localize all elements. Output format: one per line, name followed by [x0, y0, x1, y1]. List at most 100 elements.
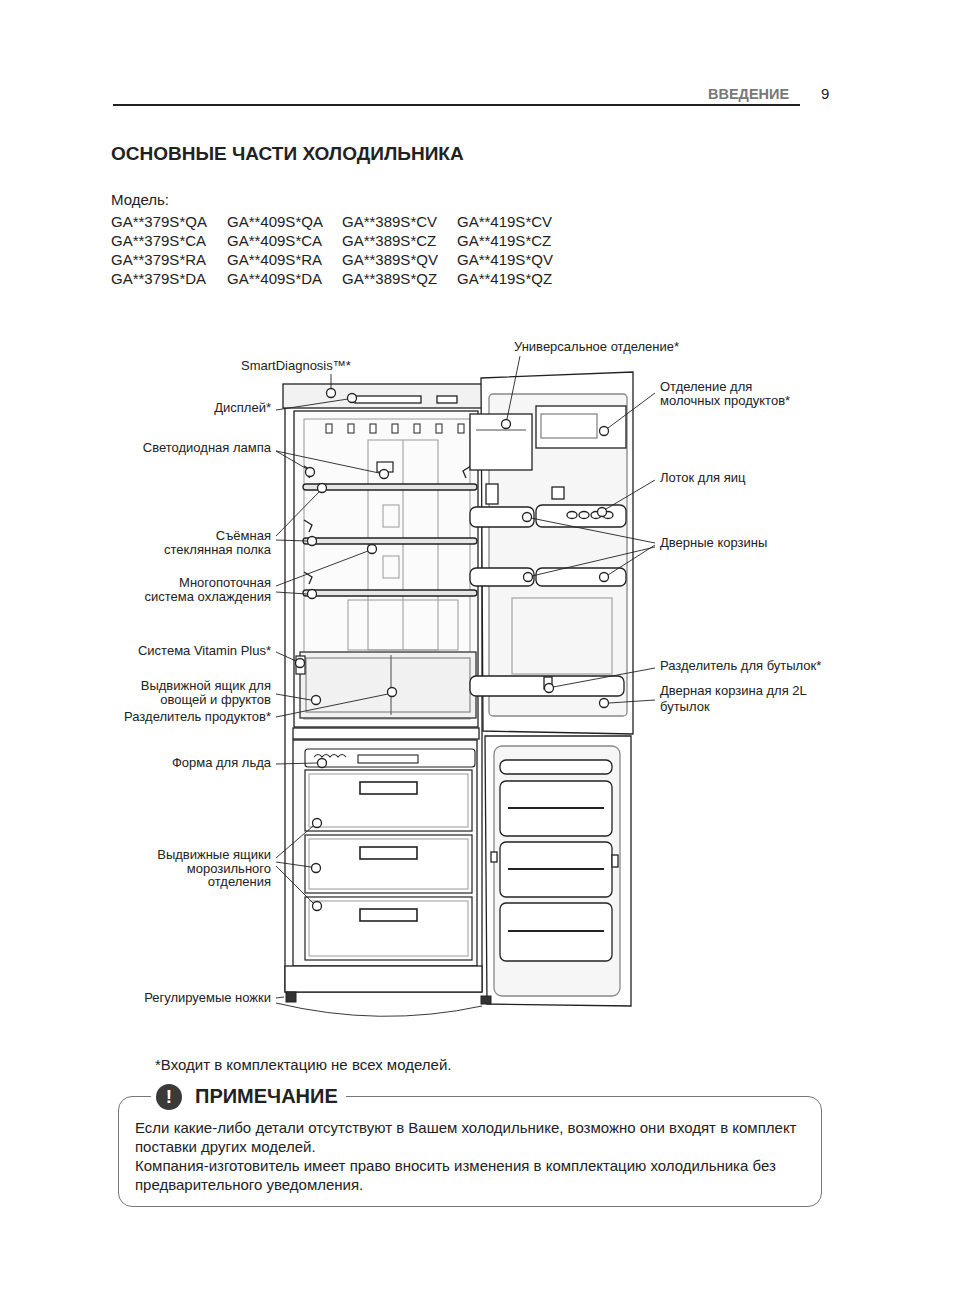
- freezer-drawer: [309, 839, 468, 889]
- glass-shelf: [303, 484, 477, 490]
- page-number: 9: [821, 86, 829, 102]
- fridge-door: [536, 568, 626, 586]
- model-code: GA**379S*RA: [111, 251, 206, 268]
- model-code: GA**379S*DA: [111, 270, 206, 287]
- glass-shelf: [303, 538, 477, 544]
- part-label: Система Vitamin Plus*: [138, 644, 271, 658]
- part-label: Разделитель продуктов*: [124, 710, 271, 724]
- part-label: SmartDiagnosis™*: [241, 359, 351, 373]
- freezer-drawer: [360, 782, 417, 794]
- callout-dot: [598, 508, 607, 517]
- warning-icon: !: [156, 1084, 182, 1110]
- freezer-door: [494, 746, 620, 996]
- air-vent: [436, 424, 442, 433]
- leader-line: [276, 451, 307, 469]
- part-label: Форма для льда: [172, 756, 271, 770]
- crisper-drawer: [306, 658, 470, 712]
- model-code: GA**409S*CA: [227, 232, 322, 249]
- callout-dot: [312, 864, 321, 873]
- ice-tray: [358, 755, 418, 763]
- glass-shelf: [303, 484, 477, 596]
- leader-line: [532, 547, 655, 576]
- freezer-door: [485, 736, 631, 1006]
- callout-dot: [380, 470, 389, 479]
- header-rule: [113, 105, 800, 106]
- adjustable-foot: [286, 992, 491, 1004]
- leader-line: [276, 826, 313, 858]
- callout-dot: [600, 573, 609, 582]
- model-heading: Модель:: [111, 191, 169, 208]
- leader-line: [608, 393, 655, 428]
- part-label: Многопоточная система охлаждения: [137, 576, 271, 603]
- note-box: ПРИМЕЧАНИЕЕсли какие-либо детали отсутст…: [118, 1096, 822, 1207]
- note-text: Компания-изготовитель имеет право вносит…: [135, 1156, 815, 1194]
- callout-dot: [523, 513, 532, 522]
- callout-dot: [312, 696, 321, 705]
- air-duct: [348, 600, 458, 650]
- ice-tray: [305, 749, 475, 767]
- crisper-drawer: [300, 652, 476, 718]
- freezer-drawer: [360, 909, 417, 921]
- freezer-drawer: [309, 774, 468, 827]
- air-vent: [392, 424, 398, 433]
- air-duct: [383, 556, 399, 578]
- callout-dot: [502, 420, 511, 429]
- leader-line: [276, 540, 307, 541]
- leader-line: [276, 492, 319, 536]
- fridge-door: [486, 484, 498, 504]
- callout-dot: [308, 537, 317, 546]
- leader-line: [507, 356, 520, 419]
- air-vent: [326, 424, 464, 433]
- part-label: Дверная корзина для 2L бутылок: [660, 683, 822, 715]
- crisper-drawer: [296, 656, 305, 674]
- air-duct: [403, 440, 404, 650]
- model-code: GA**409S*DA: [227, 270, 322, 287]
- footnote: *Входит в комплектацию не всех моделей.: [155, 1056, 451, 1074]
- freezer-door: [508, 930, 604, 932]
- model-code: GA**419S*QV: [457, 251, 553, 268]
- callout-dot: [348, 394, 357, 403]
- fridge-cabinet: [293, 728, 479, 739]
- air-vent: [348, 424, 354, 433]
- leader-line: [276, 551, 368, 586]
- model-code: GA**389S*CV: [342, 213, 437, 230]
- leader-line: [608, 545, 655, 575]
- fridge-door: [567, 512, 577, 519]
- callout-dot: [313, 902, 322, 911]
- air-duct: [383, 505, 399, 527]
- fridge-door: [552, 487, 564, 499]
- fridge-door: [579, 512, 589, 519]
- freezer-door: [491, 852, 497, 862]
- note-heading: ПРИМЕЧАНИЕ: [187, 1084, 346, 1108]
- part-label: Регулируемые ножки: [144, 991, 271, 1005]
- shelf-support: [304, 520, 312, 532]
- page-title: ОСНОВНЫЕ ЧАСТИ ХОЛОДИЛЬНИКА: [111, 143, 464, 165]
- leader-line: [276, 592, 307, 594]
- air-duct: [348, 440, 458, 650]
- model-code: GA**389S*CZ: [342, 232, 436, 249]
- adjustable-foot: [286, 992, 296, 1002]
- fridge-cabinet: [355, 396, 421, 403]
- fridge-door: [470, 676, 624, 696]
- crisper-drawer: [390, 655, 391, 715]
- model-code: GA**419S*QZ: [457, 270, 552, 287]
- model-code: GA**409S*QA: [227, 213, 323, 230]
- fridge-cabinet: [283, 384, 482, 992]
- freezer-door: [500, 781, 612, 836]
- icon-glyph: !: [166, 1084, 172, 1110]
- part-label: Универсальное отделение*: [514, 340, 679, 354]
- leader-line: [276, 866, 313, 903]
- shelf-support: [304, 466, 471, 584]
- leader-line: [553, 668, 655, 687]
- callout-dot: [308, 590, 317, 599]
- model-code: GA**419S*CZ: [457, 232, 551, 249]
- fridge-door: [470, 372, 633, 734]
- freezer-drawer: [309, 901, 468, 956]
- fridge-cabinet: [293, 740, 477, 966]
- part-label: Лоток для яиц: [660, 471, 745, 485]
- freezer-door: [500, 842, 612, 897]
- section-name: ВВЕДЕНИЕ: [708, 86, 789, 102]
- callout-dot: [296, 389, 609, 911]
- freezer-door: [508, 807, 604, 809]
